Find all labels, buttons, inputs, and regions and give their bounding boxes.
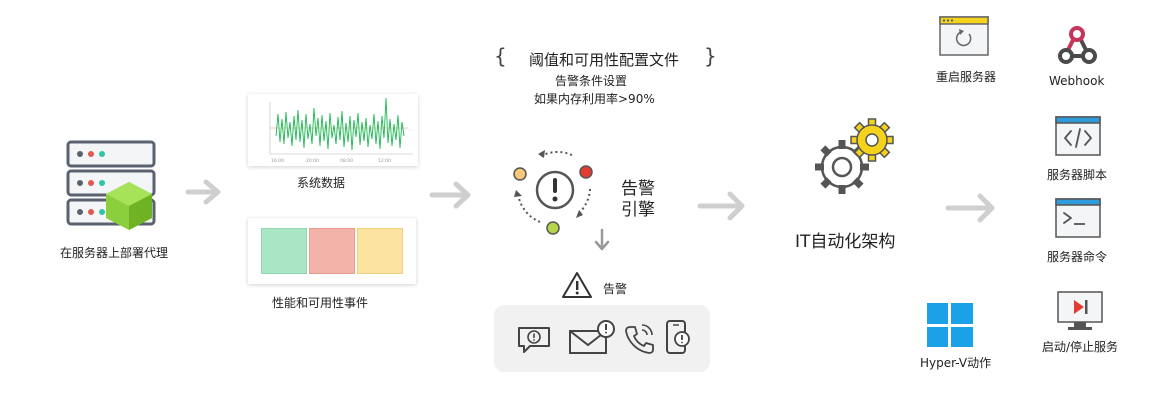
config-title: 阈值和可用性配置文件: [529, 51, 680, 69]
condition-rule: 如果内存利用率>90%: [534, 92, 655, 106]
agent-label: 在服务器上部署代理: [60, 246, 169, 260]
down-arrow: [594, 228, 610, 251]
gears-icon: [815, 118, 894, 194]
restart-server-icon: [939, 16, 989, 56]
response-time-graph: 16:00 20:00 08:00 12:00: [269, 97, 413, 164]
notification-channels-panel: [494, 305, 710, 372]
engine-label-line2: 引擎: [621, 200, 655, 220]
svg-text:20:00: 20:00: [306, 158, 319, 164]
availability-events-card: [248, 218, 416, 284]
action-script-label: 服务器脚本: [1047, 168, 1108, 182]
mobile-alert-icon: [666, 320, 690, 354]
flow-arrow-4: [945, 193, 995, 223]
condition-title: 告警条件设置: [555, 74, 628, 88]
svg-text:12:00: 12:00: [378, 158, 391, 164]
flow-arrow-3: [697, 191, 745, 221]
action-service-label: 启动/停止服务: [1042, 340, 1119, 354]
flow-arrow-1: [185, 179, 221, 205]
email-alert-icon: [569, 320, 615, 354]
warning-icon: [562, 272, 592, 298]
webhook-icon: [1058, 26, 1097, 64]
system-data-label: 系统数据: [297, 176, 346, 190]
event-yellow-block: [357, 228, 403, 274]
start-stop-service-icon: [1057, 291, 1103, 330]
chat-alert-icon: [518, 327, 550, 353]
events-label: 性能和可用性事件: [272, 296, 369, 310]
svg-text:16:00: 16:00: [271, 158, 284, 164]
server-command-icon: [1055, 198, 1101, 238]
phone-call-icon: [625, 324, 654, 354]
event-red-block: [309, 228, 355, 274]
action-hyperv-label: Hyper-V动作: [920, 356, 992, 370]
windows-icon: [927, 303, 973, 347]
event-green-block: [261, 228, 307, 274]
brace-close: }: [704, 44, 717, 68]
it-automation-label: IT自动化架构: [795, 232, 896, 252]
action-restart-label: 重启服务器: [936, 70, 997, 84]
system-data-chart: 16:00 20:00 08:00 12:00: [248, 94, 418, 166]
server-stack-icon: [66, 140, 156, 230]
alert-label: 告警: [603, 282, 628, 296]
engine-label-line1: 告警: [621, 179, 655, 199]
alert-engine-icon: [513, 150, 593, 235]
response-time-series: [275, 97, 405, 151]
brace-open: {: [494, 44, 507, 68]
svg-text:08:00: 08:00: [340, 158, 353, 164]
server-script-icon: [1055, 116, 1101, 156]
flow-arrow-2: [429, 181, 471, 209]
action-command-label: 服务器命令: [1047, 250, 1108, 264]
action-webhook-label: Webhook: [1049, 74, 1105, 88]
